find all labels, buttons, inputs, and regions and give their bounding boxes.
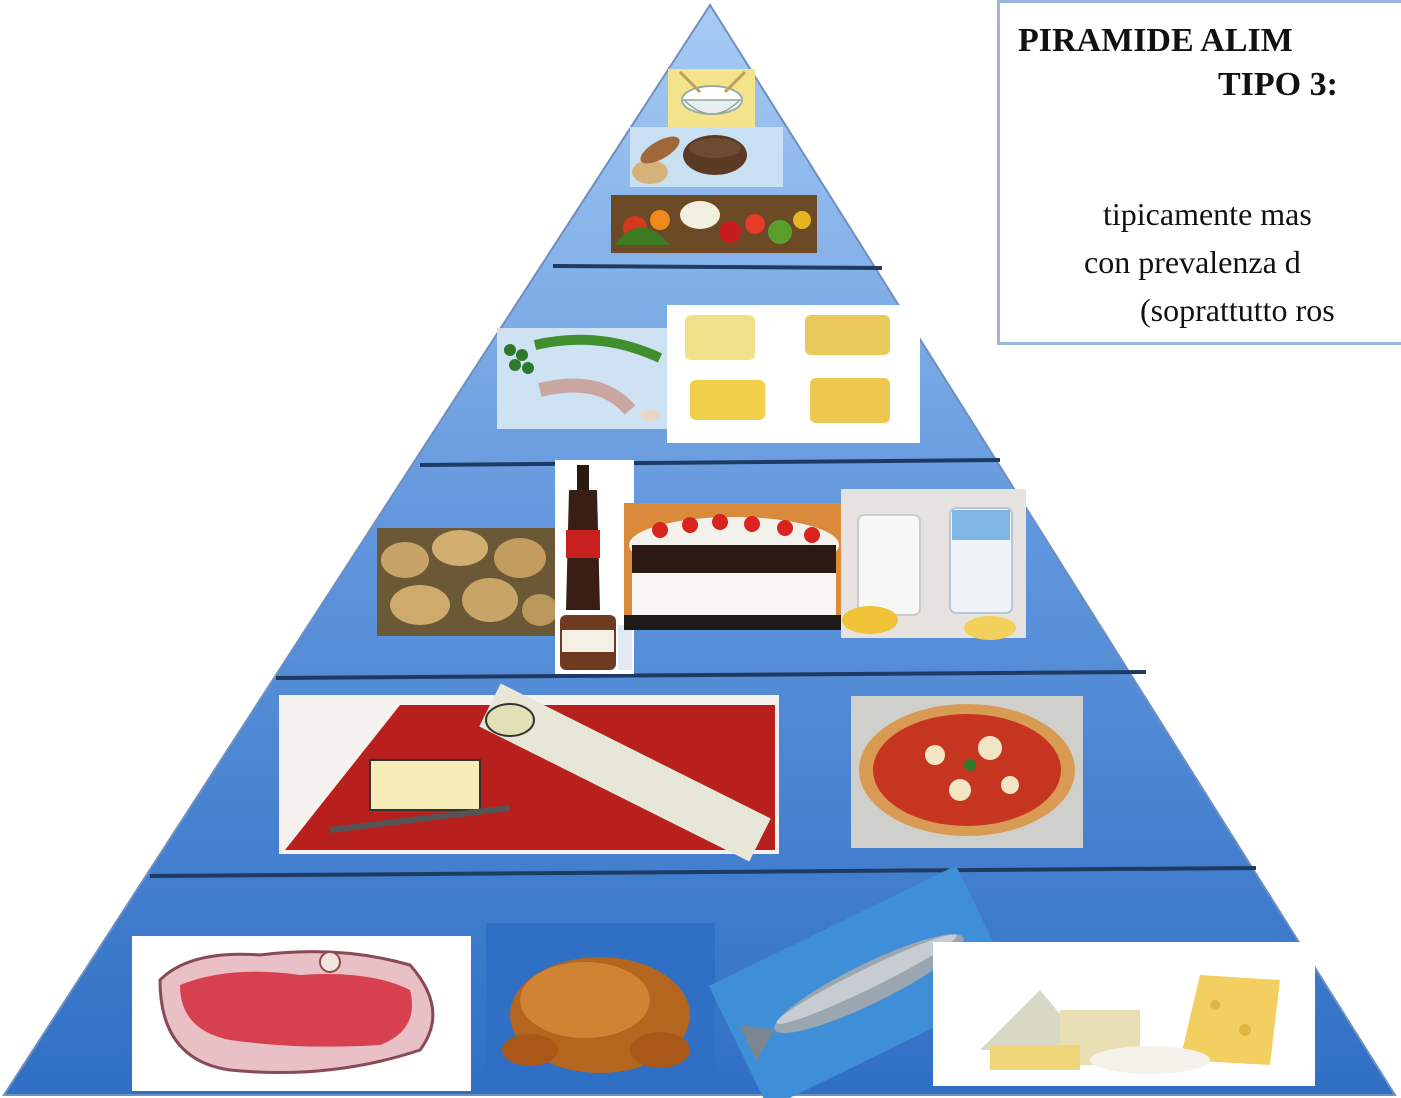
potatoes-image bbox=[377, 528, 558, 636]
pasta-image bbox=[667, 305, 920, 443]
pyramid-title-line-1: PIRAMIDE ALIM bbox=[1018, 22, 1293, 59]
description-line: (soprattutto ros bbox=[1140, 292, 1335, 328]
soft-drink-nutella-image bbox=[555, 460, 634, 674]
description-line: con prevalenza d bbox=[1084, 244, 1301, 280]
description-line: scarso apporto car bbox=[1015, 337, 1248, 342]
tier-divider bbox=[275, 670, 1147, 680]
bread-grains-image bbox=[630, 127, 783, 187]
red-meat-image bbox=[132, 936, 471, 1091]
vegetables-image bbox=[611, 195, 817, 253]
fish-image bbox=[708, 865, 1016, 1098]
butter-oil-image bbox=[279, 683, 779, 862]
milk-yogurt-image bbox=[841, 489, 1026, 640]
pyramid-title-line-2: TIPO 3: bbox=[1218, 66, 1338, 103]
cheese-image bbox=[933, 942, 1315, 1086]
pyramid-description-box: PIRAMIDE ALIM TIPO 3: tipicamente mas co… bbox=[997, 0, 1401, 345]
cake-image bbox=[624, 503, 846, 630]
tier-divider bbox=[149, 866, 1257, 878]
chicken-image bbox=[486, 923, 715, 1091]
rice-bowl-image bbox=[668, 69, 755, 127]
legumes-image bbox=[497, 328, 669, 429]
tier-divider bbox=[552, 264, 883, 270]
pizza-image bbox=[851, 696, 1083, 848]
description-line: tipicamente mas bbox=[1103, 196, 1312, 232]
tier-divider bbox=[419, 458, 1001, 467]
